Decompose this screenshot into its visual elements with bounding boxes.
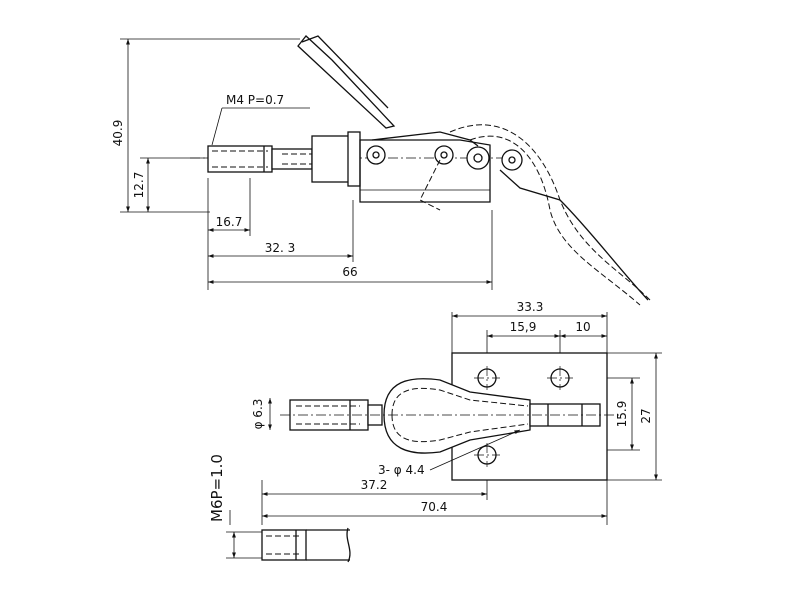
dim-base-width: 33.3 — [517, 300, 544, 314]
pivot-4 — [501, 149, 523, 171]
threaded-screw — [207, 145, 273, 173]
dim-hole-edge: 10 — [575, 320, 590, 334]
detail-view — [226, 527, 351, 563]
dim-height-total: 40.9 — [111, 120, 125, 147]
hole-callout: 3- φ 4.4 — [378, 463, 425, 477]
pivot-1 — [366, 145, 386, 165]
dim-plunger-dia: φ 6.3 — [251, 399, 265, 430]
plunger-rod — [271, 148, 313, 170]
detail-screw — [261, 529, 307, 561]
dim-len-total: 66 — [342, 265, 357, 279]
pivot-2 — [434, 145, 454, 165]
dim-hole-vert: 15.9 — [615, 401, 629, 428]
dim-len-mid: 32. 3 — [265, 241, 296, 255]
clamp-body — [359, 139, 491, 203]
dim-to-hole: 37.2 — [361, 478, 388, 492]
dim-base-height: 27 — [639, 408, 653, 423]
dim-len-short: 16.7 — [216, 215, 243, 229]
bushing — [311, 135, 355, 183]
plan-view — [229, 312, 662, 525]
pivot-3 — [466, 146, 490, 170]
dim-height-axis: 12.7 — [132, 172, 146, 199]
dim-hole-span: 15,9 — [510, 320, 537, 334]
dim-total-len: 70.4 — [421, 500, 448, 514]
handle-closed — [297, 35, 396, 129]
thread-label-detail: M6P=1.0 — [208, 454, 226, 522]
thread-label-top: M4 P=0.7 — [226, 93, 284, 107]
side-view — [120, 35, 651, 306]
